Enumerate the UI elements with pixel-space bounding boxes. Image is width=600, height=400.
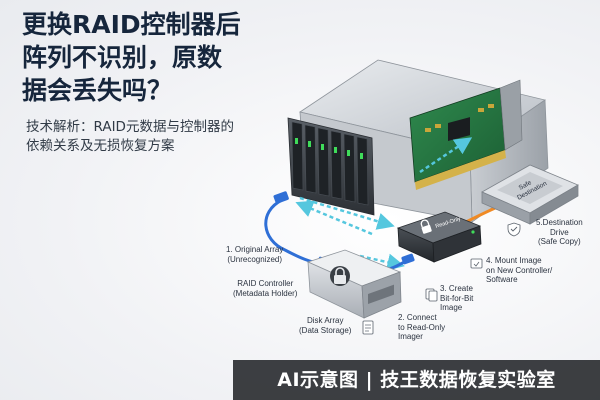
title-line: 更换RAID控制器后 [22,10,241,39]
step5-label: 5.Destination Drive (Safe Copy) [536,218,583,246]
shield-icon [507,222,521,237]
raid-controller-card [409,79,523,190]
document-icon [362,320,374,335]
disk-array-device [306,249,402,319]
drive-bays [291,121,369,206]
title-line: 阵列不识别，原数 [22,43,223,72]
step2-label: 2. Connect to Read-Only Imager [398,313,446,341]
subtitle: 技术解析：RAID元数据与控制器的 依赖关系及无损恢复方案 [26,118,271,156]
footer-caption: AI示意图 | 技王数据恢复实验室 [233,360,600,400]
disk-array-label: Disk Array (Data Storage) [299,316,352,335]
safe-destination-drive: Safe Destination [481,164,579,225]
raid-controller-label: RAID Controller (Metadata Holder) [233,279,298,298]
subtitle-line: 技术解析：RAID元数据与控制器的 [26,119,234,135]
step4-label: 4. Mount Image on New Controller/ Softwa… [486,256,553,284]
step1-label: 1. Original Array (Unrecognized) [226,245,284,264]
flow-arrows [295,137,473,271]
main-title: 更换RAID控制器后 阵列不识别，原数 据会丢失吗？ [22,8,277,107]
mount-icon [470,258,483,269]
server-chassis [287,59,549,223]
subtitle-line: 依赖关系及无损恢复方案 [26,138,175,154]
title-line: 据会丢失吗？ [22,76,173,105]
image-copy-icon [425,288,438,302]
step3-label: 3. Create Bit-for-Bit Image [440,284,474,312]
read-only-imager: Read-Only [396,211,482,263]
